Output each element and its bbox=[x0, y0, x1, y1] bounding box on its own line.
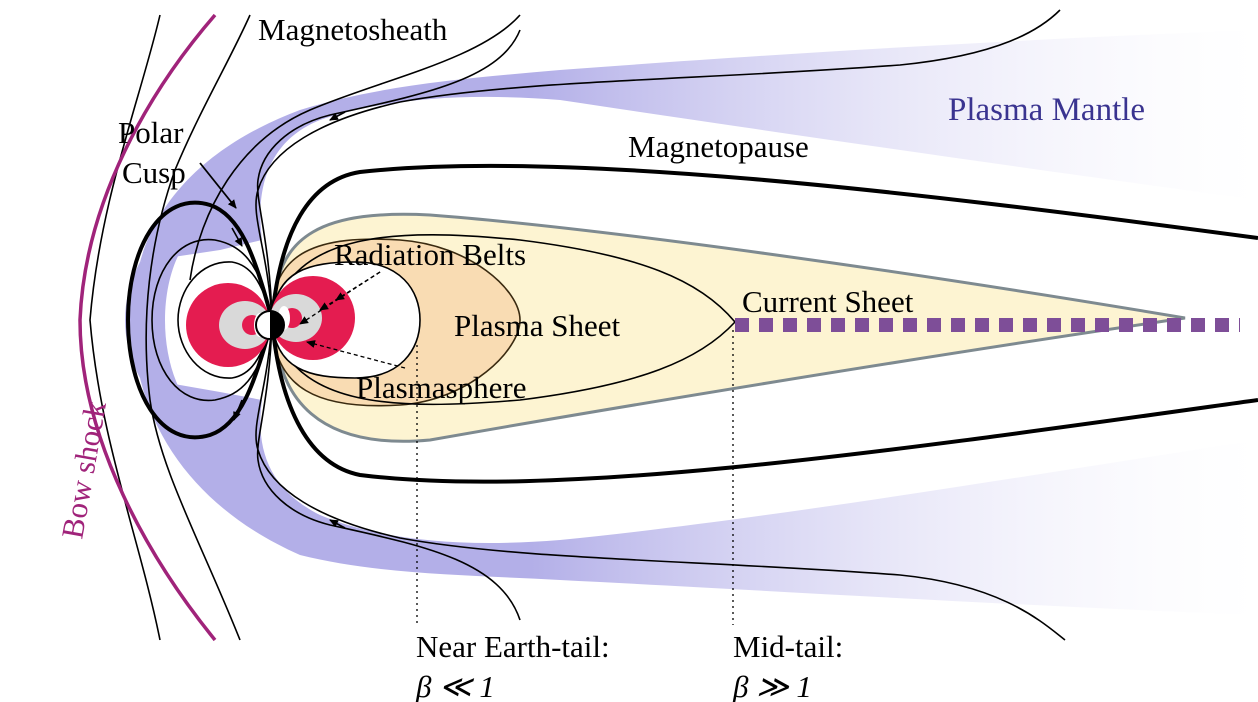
plasma-mantle-label: Plasma Mantle bbox=[948, 92, 1145, 128]
earth-icon bbox=[256, 311, 284, 339]
cusp-label: Cusp bbox=[122, 155, 186, 190]
polar-label: Polar bbox=[118, 115, 184, 150]
magnetopause-label: Magnetopause bbox=[628, 129, 809, 164]
near-tail-beta: β ≪ 1 bbox=[415, 669, 495, 702]
plasma-mantle-bottom bbox=[140, 378, 1258, 615]
near-tail-label: Near Earth-tail: bbox=[416, 629, 610, 664]
magnetosheath-label: Magnetosheath bbox=[258, 12, 448, 47]
current-sheet-label: Current Sheet bbox=[742, 284, 914, 319]
radiation-belts-label: Radiation Belts bbox=[334, 237, 526, 272]
plasma-sheet-label: Plasma Sheet bbox=[454, 308, 621, 343]
mid-tail-beta: β ≫ 1 bbox=[732, 669, 812, 702]
plasmasphere-label: Plasmasphere bbox=[356, 370, 526, 405]
bow-shock-label: Bow shock bbox=[54, 398, 113, 541]
mid-tail-label: Mid-tail: bbox=[733, 629, 843, 664]
